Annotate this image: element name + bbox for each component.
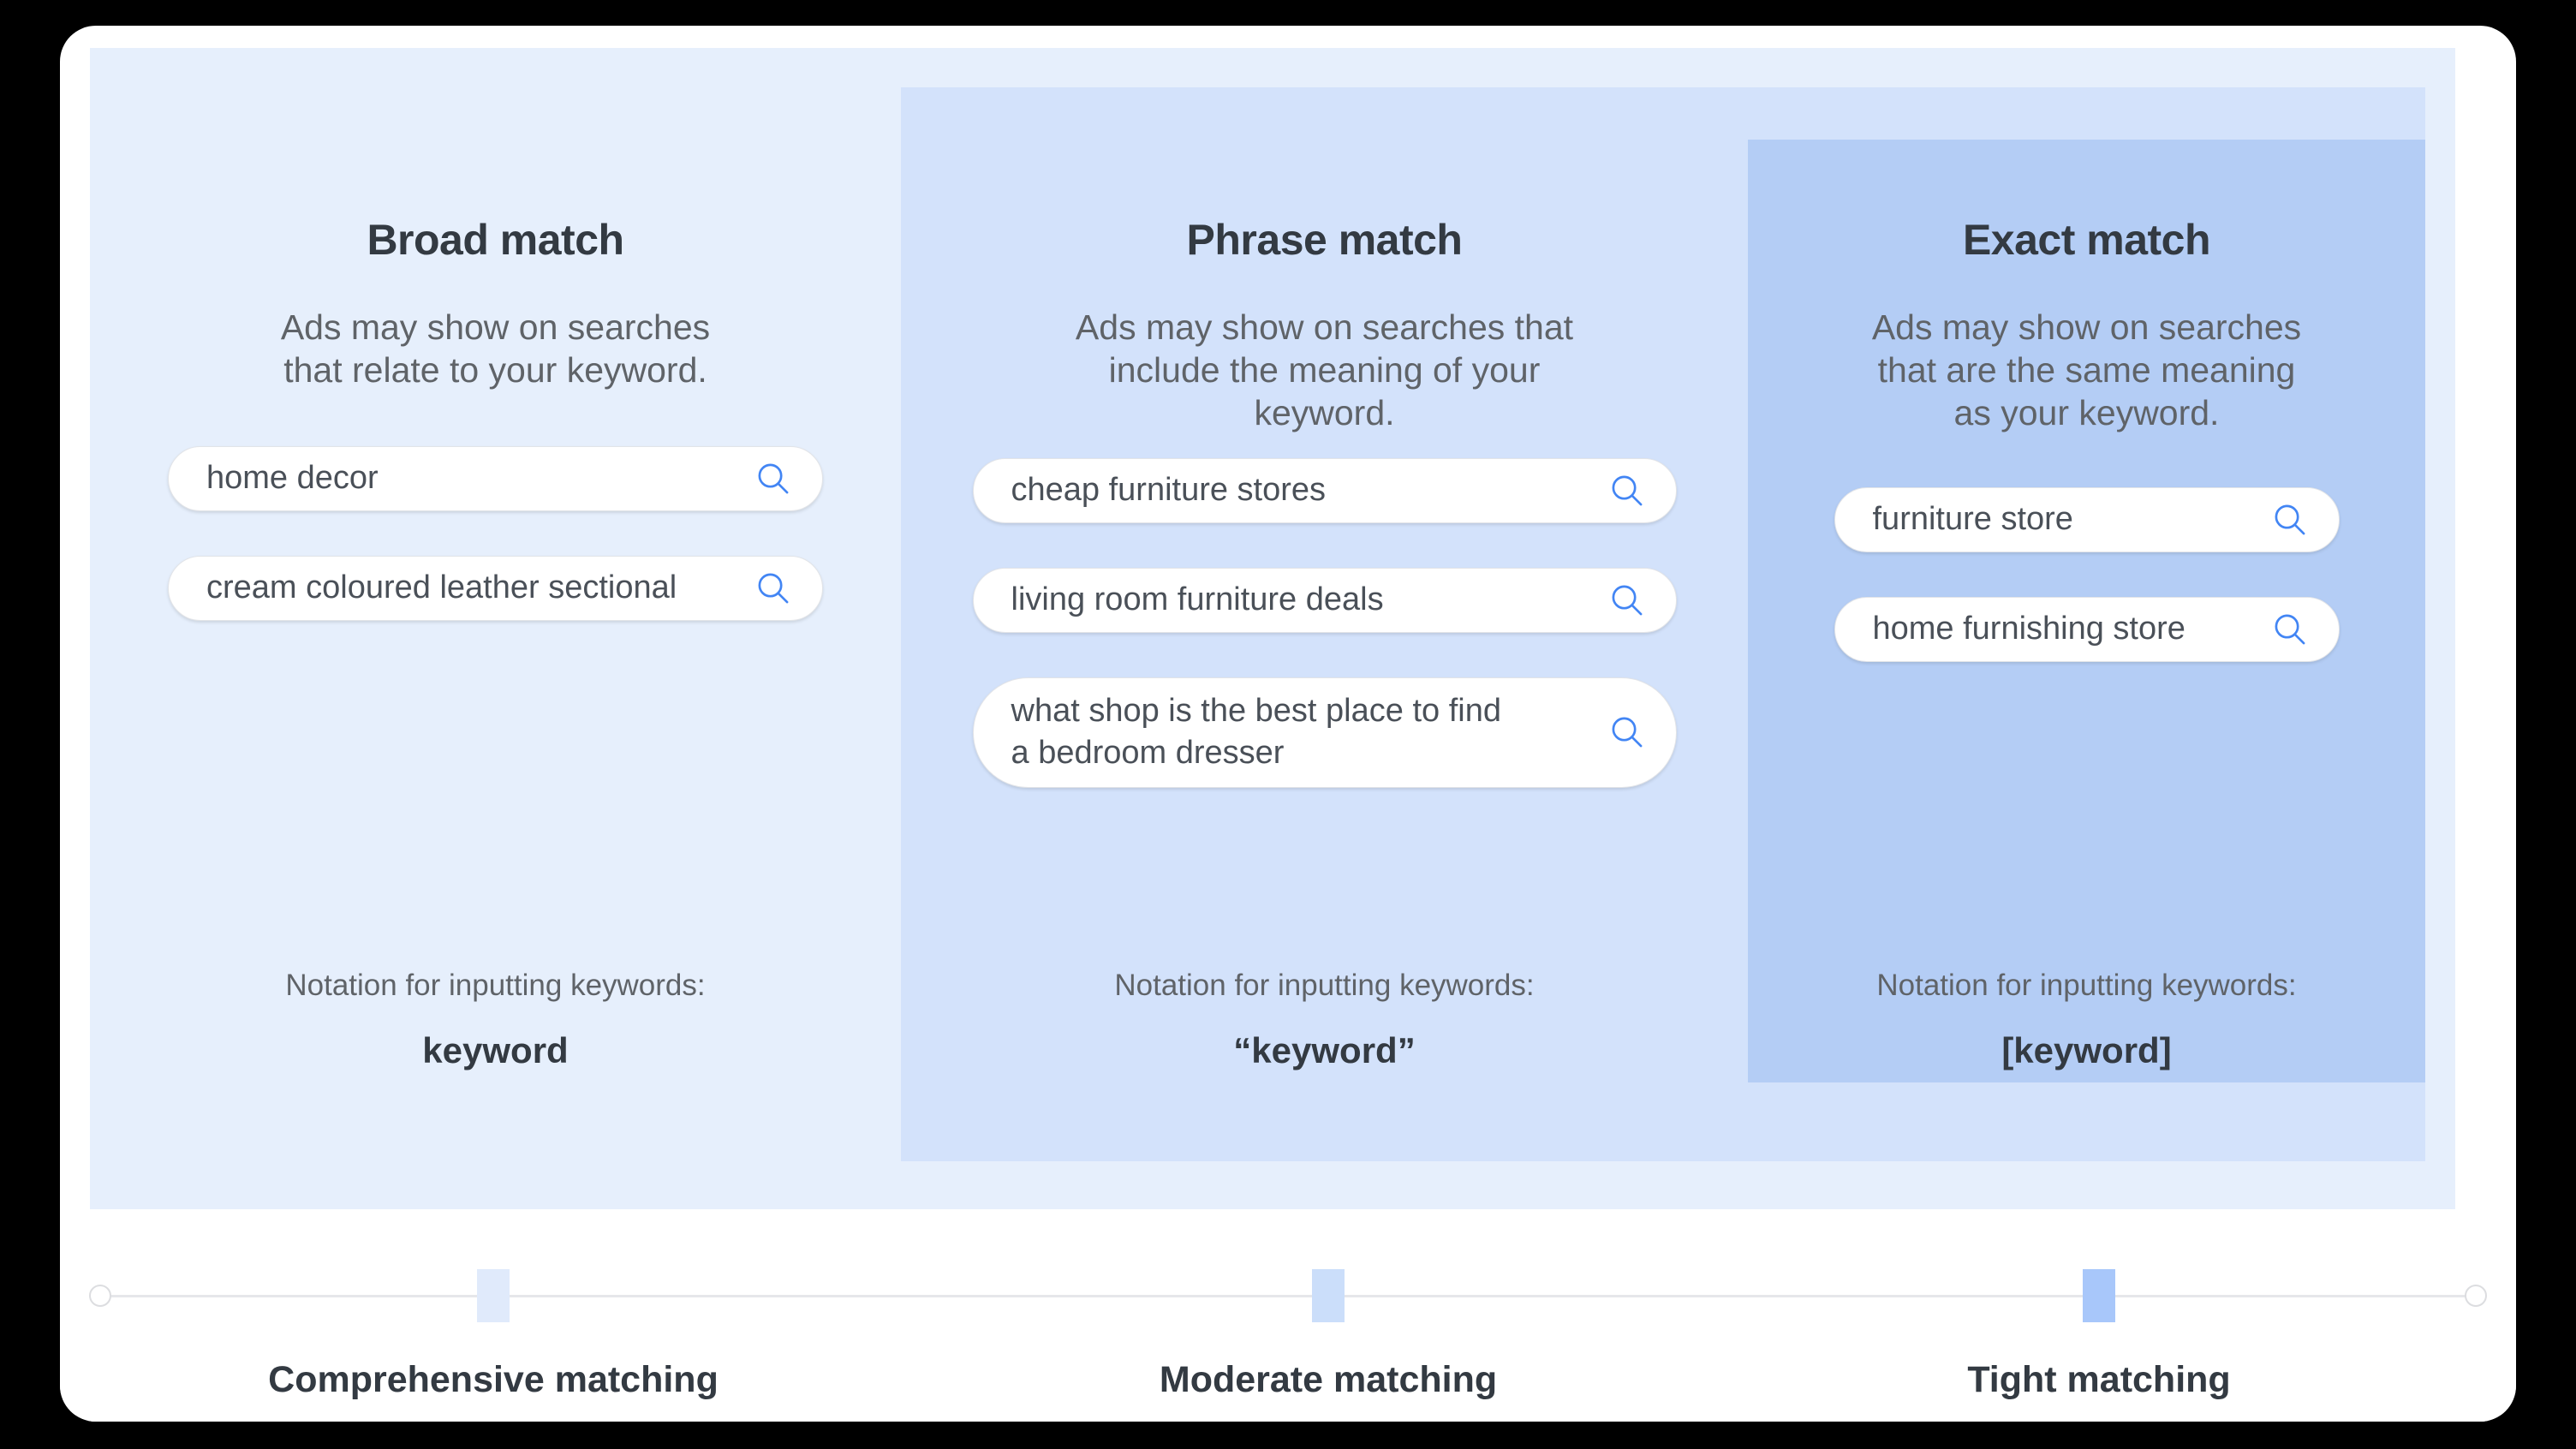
column-description: Ads may show on searches that relate to … <box>280 307 711 391</box>
search-icon <box>754 569 793 608</box>
column-title: Broad match <box>367 216 624 264</box>
matching-scale: Comprehensive matching Moderate matching… <box>60 1209 2516 1422</box>
search-query-pill[interactable]: living room furniture deals <box>972 568 1677 634</box>
scale-endpoint-right-icon <box>2465 1285 2487 1307</box>
notation-label: Notation for inputting keywords: <box>1876 969 2297 1002</box>
search-query-text: home decor <box>206 460 379 497</box>
query-list: furniture store home furnishing store <box>1834 434 2340 663</box>
search-icon <box>1607 471 1647 510</box>
notation-block: Notation for inputting keywords: “keywor… <box>901 969 1748 1071</box>
notation-block: Notation for inputting keywords: keyword <box>90 969 901 1071</box>
notation-label: Notation for inputting keywords: <box>285 969 706 1002</box>
search-query-pill[interactable]: cream coloured leather sectional <box>168 556 823 622</box>
scale-marker-tight[interactable] <box>2083 1269 2115 1322</box>
search-query-pill[interactable]: home decor <box>168 446 823 512</box>
column-title: Exact match <box>1962 216 2211 264</box>
search-query-text: living room furniture deals <box>1011 581 1384 618</box>
search-query-text: home furnishing store <box>1872 611 2185 647</box>
column-description: Ads may show on searches that include th… <box>1075 307 1574 433</box>
search-icon <box>2270 500 2310 540</box>
notation-label: Notation for inputting keywords: <box>1114 969 1535 1002</box>
search-icon <box>1607 713 1647 752</box>
column-description: Ads may show on searches that are the sa… <box>1871 307 2302 433</box>
search-icon <box>1607 581 1647 620</box>
column-broad-match: Broad match Ads may show on searches tha… <box>90 48 901 1070</box>
scale-marker-comprehensive[interactable] <box>477 1269 510 1322</box>
search-query-text: furniture store <box>1872 501 2073 538</box>
scale-track <box>98 1295 2481 1297</box>
scale-endpoint-left-icon <box>89 1285 111 1307</box>
notation-value: “keyword” <box>1233 1030 1416 1070</box>
query-list: cheap furniture stores living room furni… <box>972 434 1677 788</box>
scale-label-moderate: Moderate matching <box>1159 1359 1498 1400</box>
scale-label-comprehensive: Comprehensive matching <box>268 1359 719 1400</box>
search-query-pill[interactable]: home furnishing store <box>1834 597 2340 663</box>
column-phrase-match: Phrase match Ads may show on searches th… <box>901 48 1748 1070</box>
notation-value: keyword <box>422 1030 569 1070</box>
scale-marker-moderate[interactable] <box>1312 1269 1345 1322</box>
diagram-card: Broad match Ads may show on searches tha… <box>60 26 2516 1422</box>
scale-label-tight: Tight matching <box>1967 1359 2231 1400</box>
search-query-text: cheap furniture stores <box>1011 472 1327 509</box>
query-list: home decor cream coloured leather sectio… <box>168 391 823 622</box>
column-title: Phrase match <box>1186 216 1463 264</box>
search-query-text: cream coloured leather sectional <box>206 569 677 606</box>
search-query-pill[interactable]: what shop is the best place to find a be… <box>972 677 1677 788</box>
search-icon <box>2270 610 2310 649</box>
notation-value: [keyword] <box>2001 1030 2172 1070</box>
column-exact-match: Exact match Ads may show on searches tha… <box>1748 48 2425 1070</box>
search-query-pill[interactable]: cheap furniture stores <box>972 458 1677 524</box>
search-icon <box>754 459 793 498</box>
notation-block: Notation for inputting keywords: [keywor… <box>1748 969 2425 1071</box>
search-query-pill[interactable]: furniture store <box>1834 487 2340 553</box>
search-query-text: what shop is the best place to find a be… <box>1011 693 1501 772</box>
